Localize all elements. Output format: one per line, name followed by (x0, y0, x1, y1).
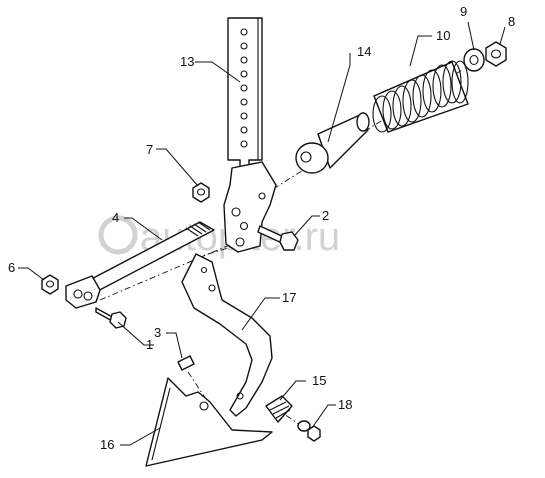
callout-16: 16 (100, 437, 114, 452)
part-2-bolt (257, 225, 299, 251)
callout-9: 9 (460, 4, 467, 19)
callout-13: 13 (180, 54, 194, 69)
rod-threads (185, 221, 211, 237)
callout-4: 4 (112, 210, 119, 225)
part-9-washer (463, 48, 485, 72)
callout-15: 15 (312, 373, 326, 388)
part-1-bolt (95, 307, 127, 329)
part-8-nut (485, 41, 507, 67)
part-10-coil-spring (372, 60, 469, 133)
part-3-bolt (177, 355, 195, 371)
part-6-nut (41, 274, 59, 295)
part-4-threaded-rod (65, 221, 215, 309)
part-14-guide-pin (295, 112, 370, 174)
leader-lines (18, 21, 506, 446)
part-18-nut (297, 420, 321, 442)
part-15-clamp-plate (265, 395, 293, 423)
callout-3: 3 (154, 325, 161, 340)
callout-18: 18 (338, 397, 352, 412)
part-13-bracket (223, 161, 277, 253)
callout-14: 14 (357, 44, 371, 59)
part-7-nut (192, 182, 210, 203)
callout-1: 1 (146, 337, 153, 352)
callout-2: 2 (322, 208, 329, 223)
callout-7: 7 (146, 142, 153, 157)
adjusting-holes (240, 28, 248, 148)
callout-8: 8 (508, 14, 515, 29)
part-17-shank (181, 253, 273, 417)
callout-10: 10 (436, 28, 450, 43)
spring-coils (372, 60, 469, 133)
part-16-sweep-share (145, 377, 273, 467)
part-13-adjusting-bar (227, 17, 263, 171)
callout-labels: 13 14 10 9 8 7 4 6 1 2 17 3 15 18 16 (8, 4, 515, 452)
callout-17: 17 (282, 290, 296, 305)
callout-6: 6 (8, 260, 15, 275)
